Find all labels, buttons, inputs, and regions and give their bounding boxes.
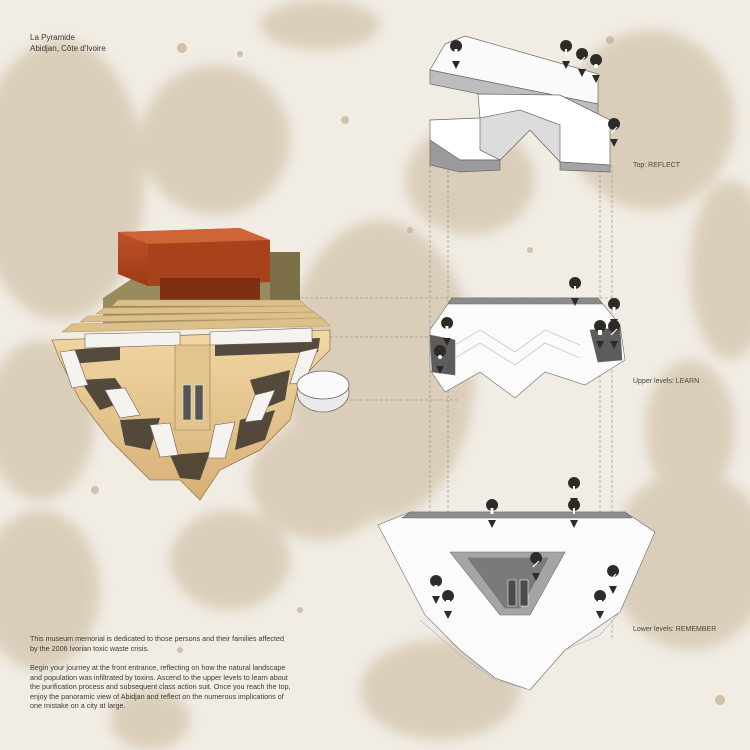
no-entry-icon	[608, 320, 621, 349]
elevator-icon	[594, 320, 607, 349]
markers	[430, 40, 621, 619]
level-label-top: Top: REFLECT	[633, 162, 681, 169]
restaurant-icon	[450, 40, 463, 69]
description-paragraph-1: This museum memorial is dedicated to tho…	[30, 634, 284, 653]
project-location: Abidjan, Côte d'Ivoire	[30, 44, 106, 53]
no-entry-icon	[607, 565, 620, 594]
project-title: La Pyramide	[30, 33, 75, 42]
level-label-upper: Upper levels: LEARN	[633, 378, 700, 385]
restroom-icon	[430, 575, 443, 604]
no-entry-icon	[608, 118, 621, 147]
elevator-icon	[442, 590, 455, 619]
plan-lower-remember	[377, 511, 656, 691]
isometric-section-model	[51, 228, 350, 501]
restroom-icon	[434, 345, 447, 374]
plan-upper-learn	[429, 297, 626, 399]
plan-top-reflect	[429, 35, 611, 173]
restaurant-icon	[441, 317, 454, 346]
info-icon	[568, 477, 581, 506]
info-icon	[569, 277, 582, 306]
info-icon	[568, 499, 581, 528]
restroom-icon	[590, 54, 603, 83]
stain-splatters	[91, 36, 725, 705]
elevator-icon	[594, 590, 607, 619]
level-label-lower: Lower levels: REMEMBER	[633, 626, 717, 633]
info-icon	[560, 40, 573, 69]
no-entry-icon	[576, 48, 589, 77]
restaurant-icon	[486, 499, 499, 528]
restaurant-icon	[608, 298, 621, 327]
no-entry-icon	[530, 552, 543, 581]
description-paragraph-2: Begin your journey at the front entrance…	[30, 663, 291, 711]
